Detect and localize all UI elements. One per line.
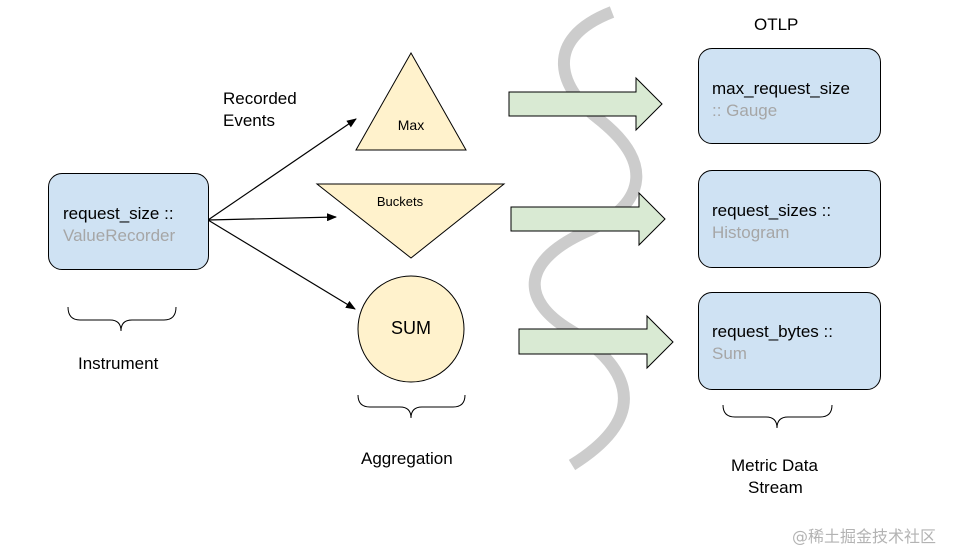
stream-name: request_bytes :: [712, 322, 833, 341]
aggregation-caption: Aggregation [361, 449, 453, 468]
recorded-events-label-line2: Events [223, 111, 275, 130]
stream-box-histogram: request_sizes :: Histogram [698, 170, 881, 268]
watermark: @稀土掘金技术社区 [792, 527, 937, 546]
sum-label: SUM [391, 318, 431, 338]
buckets-label: Buckets [376, 194, 424, 209]
sum-circle [357, 275, 465, 383]
event-arrow-max [207, 118, 357, 221]
block-arrow-2 [510, 191, 666, 247]
otlp-title: OTLP [754, 15, 799, 34]
recorded-events-label-line1: Recorded [223, 89, 297, 108]
stream-box-gauge: max_request_size :: Gauge [698, 48, 881, 144]
event-arrow-sum [207, 219, 356, 310]
buckets-triangle [315, 183, 506, 259]
block-arrow-1 [508, 76, 663, 132]
max-label: Max [397, 117, 425, 133]
stream-type: Histogram [712, 223, 790, 242]
instrument-box: request_size :: ValueRecorder [48, 173, 209, 270]
stream-box-sum: request_bytes :: Sum [698, 292, 881, 390]
instrument-name: request_size :: [63, 204, 174, 223]
stream-type: Sum [712, 344, 747, 363]
aggregation-brace [357, 394, 466, 419]
stream-brace [722, 404, 833, 429]
max-triangle [355, 51, 467, 151]
instrument-type: ValueRecorder [63, 226, 176, 245]
stream-caption-line2: Stream [748, 478, 803, 497]
stream-name: max_request_size [712, 79, 850, 98]
block-arrow-3 [518, 314, 674, 370]
instrument-brace [67, 306, 177, 332]
stream-type: :: Gauge [712, 101, 778, 120]
stream-caption-line1: Metric Data [731, 456, 818, 475]
instrument-caption: Instrument [78, 354, 159, 373]
event-arrow-buckets [207, 213, 337, 222]
wave-separator [528, 6, 643, 471]
stream-name: request_sizes :: [712, 201, 832, 220]
